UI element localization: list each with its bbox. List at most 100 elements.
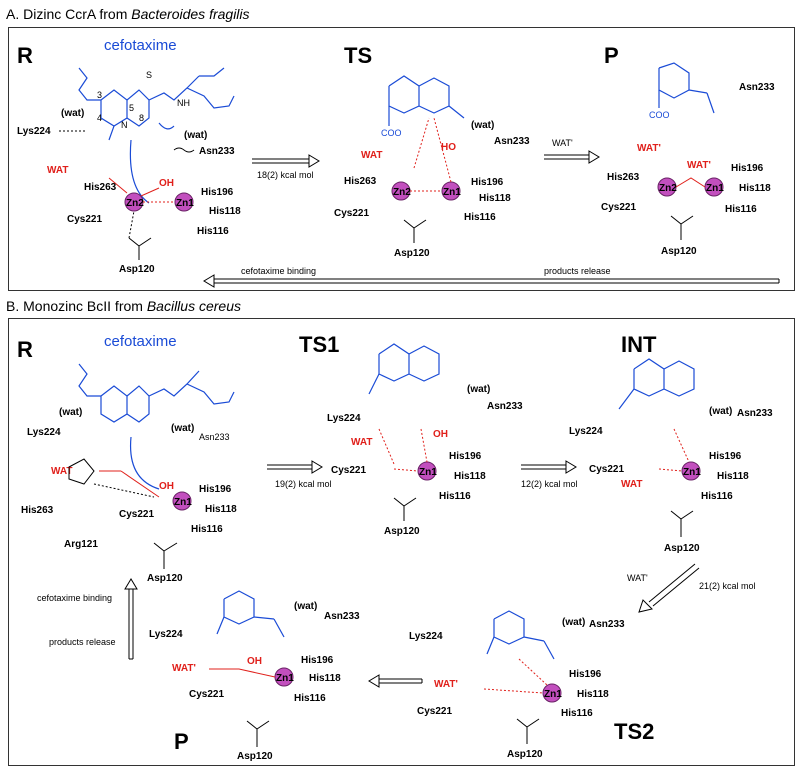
his118-label-ts2: His118 (577, 689, 609, 700)
his196-label-ts2: His196 (569, 669, 602, 680)
his118-label-ts1: His118 (454, 471, 486, 482)
hbonds-ts1 (378, 428, 428, 472)
zn1-sphere-r (174, 192, 194, 212)
asp120-label-rb: Asp120 (147, 573, 183, 584)
energy-ts1-to-int: 12(2) kcal mol (521, 479, 578, 489)
asp120-bonds-r (128, 210, 152, 260)
his116-label-ts1: His116 (439, 491, 471, 502)
his196-label-rb: His196 (199, 484, 232, 495)
asn233-label-int: Asn233 (737, 408, 773, 419)
atom-3: 3 (97, 90, 102, 100)
asp120-label-int: Asp120 (664, 543, 700, 554)
his263-hbond-rb (93, 483, 155, 498)
his118-label-int: His118 (717, 471, 749, 482)
his116-label-p: His116 (725, 204, 757, 215)
atom-4: 4 (97, 113, 102, 123)
wat-label-ts: (wat) (471, 120, 494, 131)
asp120-bonds-rb (153, 542, 178, 569)
energy-int-to-ts2: 21(2) kcal mol (699, 581, 756, 591)
atom-nh: NH (177, 98, 190, 108)
watp-int-to-ts2: WAT' (627, 573, 648, 583)
cys221-label-p: Cys221 (601, 202, 636, 213)
cys221-label-ts: Cys221 (334, 208, 369, 219)
asn233-label-p: Asn233 (739, 82, 775, 93)
hbonds-ts2 (483, 658, 548, 694)
zn1-label-rb: Zn1 (174, 497, 192, 508)
state-ts1-label: TS1 (299, 332, 339, 357)
oh-red-rb: OH (159, 481, 174, 492)
label-cefotaxime-binding-b: cefotaxime binding (37, 593, 112, 603)
arrow-r-to-ts (252, 154, 320, 168)
atom-5: 5 (129, 103, 134, 113)
cys221-label-int: Cys221 (589, 464, 624, 475)
oh-red-pb: OH (247, 656, 262, 667)
wat-label-rb: (wat) (59, 407, 82, 418)
zn1-label-pb: Zn1 (276, 673, 294, 684)
cefotaxime-label-b: cefotaxime (104, 333, 177, 350)
cefotaxime-structure-ts (388, 75, 465, 126)
lys224-label-rb: Lys224 (27, 427, 61, 438)
zn2-label-r: Zn2 (126, 198, 144, 209)
lys224-label-r: Lys224 (17, 126, 51, 137)
water-bridge-rb (99, 470, 160, 498)
cys221-label-rb: Cys221 (119, 509, 154, 520)
his118-label-p: His118 (739, 183, 771, 194)
product-structure-ts2 (486, 610, 555, 660)
product-structure-pb (216, 590, 285, 638)
panel-b: R cefotaxime (wat) Lys224 (wat) Asn233 W… (8, 318, 795, 766)
arrow-r-to-ts1 (267, 460, 323, 474)
product-structure-p (658, 62, 715, 114)
panel-a-diagram: R cefotaxime 3 4 5 8 S N NH (wat) Lys224… (17, 37, 780, 288)
his196-label-ts: His196 (471, 177, 504, 188)
asn233-label-r: Asn233 (199, 146, 235, 157)
zn1-label-ts2: Zn1 (544, 689, 562, 700)
cys221-label-r: Cys221 (67, 214, 102, 225)
zn2-label-p: Zn2 (659, 183, 677, 194)
his118-label-ts: His118 (479, 193, 511, 204)
cys221-label-ts2: Cys221 (417, 706, 452, 717)
watp-red-pb: WAT' (172, 663, 196, 674)
wat-red-rb: WAT (51, 466, 72, 477)
his118-label-r: His118 (209, 206, 241, 217)
zn1-label-ts: Zn1 (443, 187, 461, 198)
asp120-label-p: Asp120 (661, 246, 697, 257)
oh-red-r: OH (159, 178, 174, 189)
wat-red-r: WAT (47, 165, 68, 176)
wat-label-int: (wat) (709, 406, 732, 417)
lys224-label-ts2: Lys224 (409, 631, 443, 642)
asp120-label-ts2: Asp120 (507, 749, 543, 760)
zn1-label-int: Zn1 (683, 467, 701, 478)
zn1-sphere-int (681, 461, 701, 481)
oh-red-ts1: OH (433, 429, 448, 440)
his263-label-rb: His263 (21, 505, 54, 516)
state-p-label: P (604, 43, 619, 68)
wat-red-ts1: WAT (351, 437, 372, 448)
coo-p: COO (649, 110, 670, 120)
asp120-bonds-pb (246, 720, 270, 747)
arrow-p-to-r (124, 578, 138, 660)
energy-r-to-ts1: 19(2) kcal mol (275, 479, 332, 489)
arrow-ts-to-p (544, 150, 600, 164)
cefotaxime-structure-int (618, 358, 695, 410)
zn1-sphere-ts2 (542, 683, 562, 703)
arrow-return-a (203, 274, 780, 288)
water-bridge-r (108, 177, 160, 197)
asp120-label-r: Asp120 (119, 264, 155, 275)
asp120-bonds-ts (403, 219, 427, 243)
panel-b-diagram: R cefotaxime (wat) Lys224 (wat) Asn233 W… (17, 332, 773, 762)
his196-label-ts1: His196 (449, 451, 482, 462)
state-ts-label: TS (344, 43, 372, 68)
his116-label-r: His116 (197, 226, 229, 237)
watp-ts-to-p: WAT' (552, 138, 573, 148)
state-int-label: INT (621, 332, 657, 357)
lys224-label-pb: Lys224 (149, 629, 183, 640)
atom-s: S (146, 70, 152, 80)
arrow-ts2-to-p (368, 674, 423, 688)
wat-label-ts1: (wat) (467, 384, 490, 395)
asp120-bonds-ts1 (393, 497, 417, 521)
his116-label-ts: His116 (464, 212, 496, 223)
imidazole-ring-rb (68, 458, 95, 485)
coo-ts: COO (381, 128, 402, 138)
label-products-release-a: products release (544, 266, 611, 276)
cys221-label-pb: Cys221 (189, 689, 224, 700)
